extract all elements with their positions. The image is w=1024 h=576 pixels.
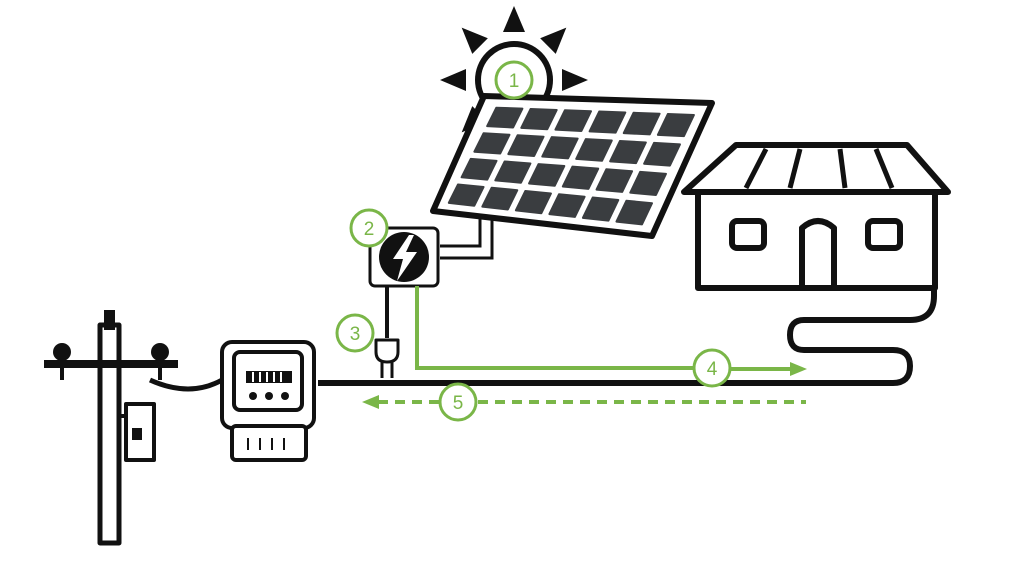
inverter-output-line: [415, 286, 700, 370]
panel-cell: [615, 199, 653, 226]
sun-ray: [461, 27, 488, 54]
marker-4: 4: [692, 348, 732, 388]
panel-cell: [481, 186, 519, 211]
marker-label: 4: [707, 359, 718, 380]
panel-cells: [447, 106, 695, 226]
panel-cell: [520, 107, 558, 131]
panel-cell: [561, 165, 600, 190]
panel-cell: [528, 163, 566, 187]
panel-cell: [629, 170, 667, 197]
panel-cell: [656, 113, 695, 138]
marker-1: 1: [494, 60, 534, 100]
lightning-bolt-icon: [393, 235, 417, 281]
panel-cell: [494, 160, 532, 184]
panel-cell: [507, 134, 545, 157]
plug-icon: [374, 338, 400, 378]
marker-2: 2: [349, 208, 389, 248]
sun-ray: [540, 27, 567, 54]
panel-cell: [548, 193, 586, 218]
panel-cable: [440, 218, 494, 260]
panel-cell: [643, 141, 681, 167]
marker-label: 2: [364, 219, 375, 240]
marker-label: 3: [350, 324, 361, 345]
panel-cell: [588, 110, 627, 134]
panel-cell: [473, 132, 511, 155]
panel-cell: [447, 183, 485, 207]
panel-cell: [486, 106, 524, 129]
marker-label: 1: [509, 71, 520, 92]
marker-5: 5: [438, 382, 478, 422]
sun-ray: [562, 69, 588, 91]
utility-pole-icon: [44, 310, 178, 546]
flow-arrow-to-grid: [362, 395, 806, 409]
pole-wire: [148, 377, 224, 392]
panel-cell: [581, 196, 620, 222]
inverter-icon: [368, 226, 440, 288]
panel-cell: [554, 109, 593, 132]
marker-label: 5: [453, 393, 464, 414]
house-icon: [681, 142, 951, 291]
solar-panel-icon: [430, 93, 715, 239]
marker-3: 3: [335, 313, 375, 353]
sun-ray: [503, 6, 525, 32]
panel-cell: [460, 157, 498, 181]
sun-ray: [440, 69, 466, 91]
electric-meter-icon: [220, 340, 316, 462]
panel-cell: [514, 189, 552, 215]
panel-cell: [541, 136, 579, 160]
panel-cell: [575, 138, 613, 162]
flow-arrow-to-house: [730, 362, 807, 376]
panel-cell: [609, 140, 647, 165]
panel-cell: [622, 111, 661, 136]
main-power-line: [318, 288, 937, 386]
panel-cell: [595, 168, 634, 193]
